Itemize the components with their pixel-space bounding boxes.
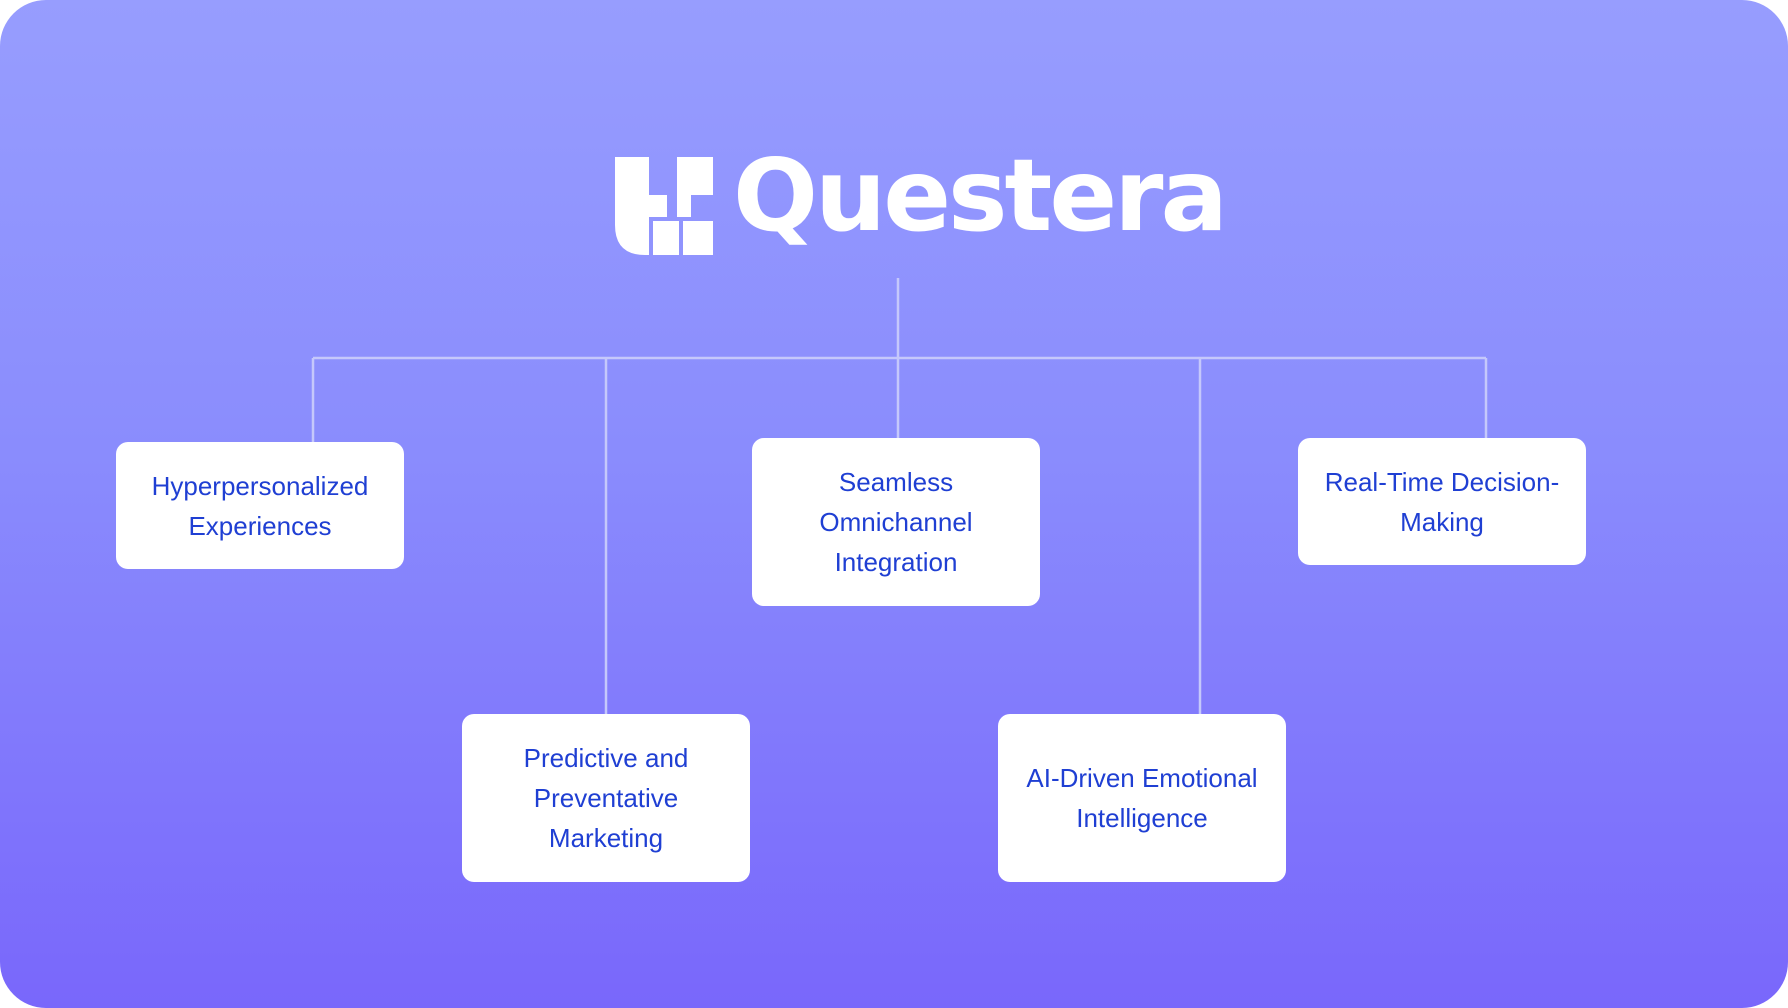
questera-logo-icon — [615, 157, 713, 255]
node-predictive-preventative-marketing: Predictive and Preventative Marketing — [462, 714, 750, 882]
node-hyperpersonalized-experiences: Hyperpersonalized Experiences — [116, 442, 404, 569]
node-label: Predictive and Preventative Marketing — [523, 743, 689, 853]
brand-name: Questera — [733, 137, 1228, 254]
node-label: Seamless Omnichannel Integration — [819, 467, 973, 577]
node-real-time-decision-making: Real-Time Decision-Making — [1298, 438, 1586, 565]
brand-header: Questera — [615, 137, 1228, 256]
node-ai-driven-emotional-intelligence: AI-Driven Emotional Intelligence — [998, 714, 1286, 882]
node-seamless-omnichannel-integration: Seamless Omnichannel Integration — [752, 438, 1040, 606]
node-label: Hyperpersonalized Experiences — [151, 470, 369, 541]
node-label: AI-Driven Emotional Intelligence — [1026, 763, 1258, 833]
node-label: Real-Time Decision-Making — [1324, 466, 1560, 537]
